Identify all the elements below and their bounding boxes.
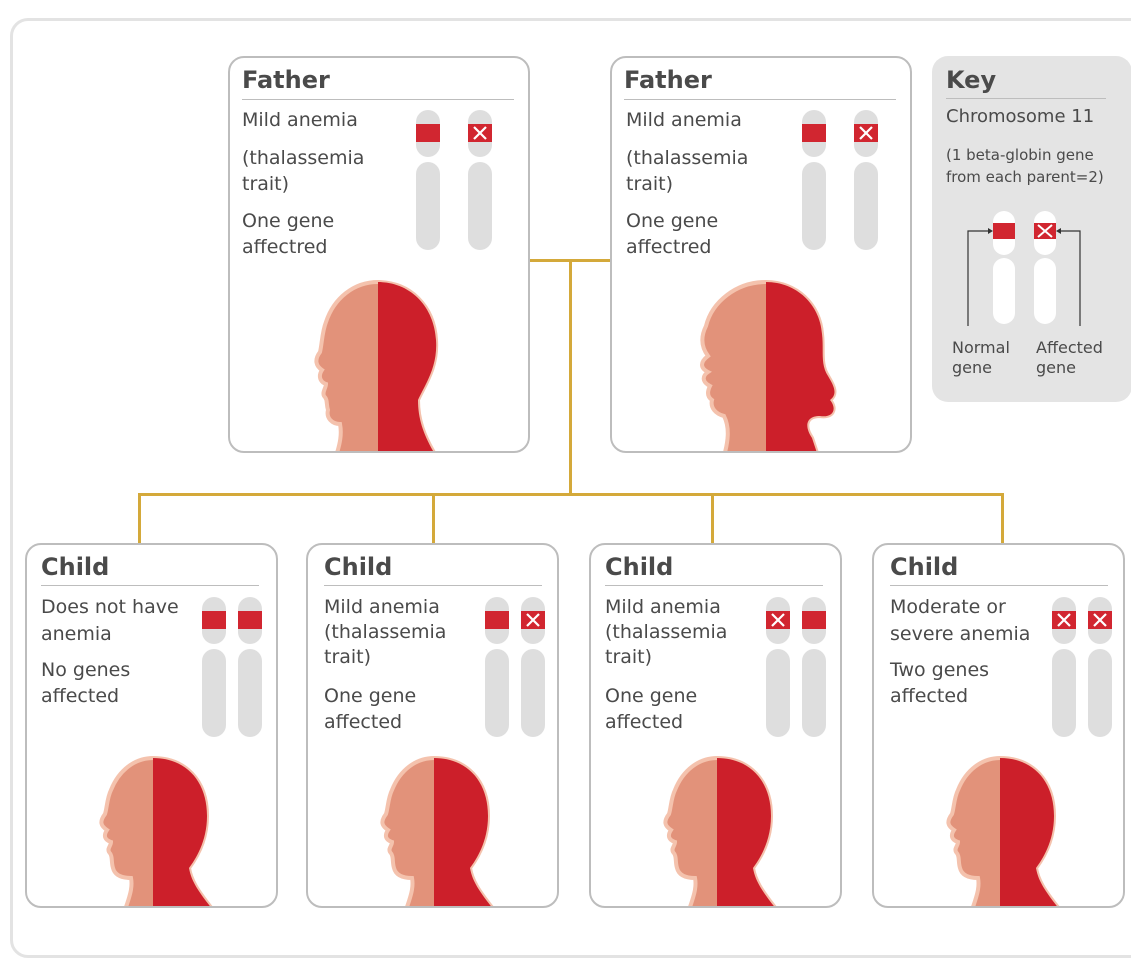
normal-gene-icon — [802, 124, 826, 142]
affected-label-line: gene — [1036, 358, 1076, 377]
description-line: (thalassemia — [605, 621, 728, 643]
drop-1-connector — [138, 493, 141, 545]
normal-gene-icon — [802, 611, 826, 629]
description-line: One gene — [324, 685, 417, 707]
parent-card-1: Father Mild anemia (thalassemia trait) O… — [228, 56, 530, 453]
affected-gene-icon — [1052, 611, 1076, 629]
description-line: affected — [605, 711, 684, 733]
normal-gene-icon — [485, 611, 509, 629]
description-line: trait) — [626, 173, 674, 195]
child-card-1: Child Does not have anemia No genes affe… — [25, 543, 278, 908]
normal-arrow-icon — [967, 230, 988, 326]
normal-label-line: gene — [952, 358, 992, 377]
description-line: Mild anemia — [626, 109, 742, 131]
children-connector — [138, 493, 1004, 496]
trunk-connector — [569, 260, 572, 495]
key-note: from each parent=2) — [946, 168, 1104, 186]
affected-gene-icon — [468, 124, 492, 142]
normal-chromosome-icon — [993, 211, 1015, 324]
description-line: affected — [324, 711, 403, 733]
affected-arrow-icon — [1061, 230, 1081, 326]
card-title: Father — [624, 66, 712, 94]
father-head-icon — [306, 276, 456, 451]
child-head-icon — [936, 750, 1064, 906]
mother-head-icon — [688, 276, 848, 451]
description-line: One gene — [242, 210, 335, 232]
card-title: Child — [890, 553, 959, 581]
child-head-icon — [89, 750, 217, 906]
description-line: affected — [41, 685, 120, 707]
description-line: One gene — [626, 210, 719, 232]
normal-label-line: Normal — [952, 338, 1010, 357]
affected-label-line: Affected — [1036, 338, 1103, 357]
key-subtitle: Chromosome 11 — [946, 106, 1095, 127]
normal-gene-label: Normal gene — [952, 338, 1010, 378]
affected-gene-icon — [1088, 611, 1112, 629]
key-diagram — [967, 211, 1081, 326]
card-title: Child — [605, 553, 674, 581]
description-line: One gene — [605, 685, 698, 707]
description-line: affectred — [626, 236, 712, 258]
title-divider — [41, 585, 259, 586]
affected-gene-label: Affected gene — [1036, 338, 1103, 378]
affected-gene-icon — [766, 611, 790, 629]
description-line: trait) — [605, 646, 653, 668]
drop-2-connector — [432, 493, 435, 545]
description-line: (thalassemia — [242, 147, 365, 169]
normal-gene-icon — [416, 124, 440, 142]
description-line: Mild anemia — [242, 109, 358, 131]
description-line: (thalassemia — [324, 621, 447, 643]
affected-gene-icon — [521, 611, 545, 629]
description-line: trait) — [324, 646, 372, 668]
description-line: severe anemia — [890, 623, 1031, 645]
description-line: No genes — [41, 659, 131, 681]
child-head-icon — [370, 750, 498, 906]
description-line: anemia — [41, 623, 112, 645]
key-title: Key — [946, 66, 997, 94]
description-line: affected — [890, 685, 969, 707]
card-title: Child — [41, 553, 110, 581]
description-line: Mild anemia — [324, 596, 440, 618]
child-head-icon — [653, 750, 781, 906]
drop-4-connector — [1001, 493, 1004, 545]
description-line: Does not have — [41, 596, 179, 618]
card-title: Father — [242, 66, 330, 94]
key-panel: Key Chromosome 11 (1 beta-globin gene fr… — [932, 56, 1131, 402]
title-divider — [324, 585, 542, 586]
normal-gene-icon — [238, 611, 262, 629]
title-divider — [605, 585, 823, 586]
description-line: Moderate or — [890, 596, 1006, 618]
key-divider — [946, 98, 1106, 99]
title-divider — [624, 99, 896, 100]
key-note: (1 beta-globin gene — [946, 146, 1094, 164]
child-card-2: Child Mild anemia (thalassemia trait) On… — [306, 543, 559, 908]
child-card-3: Child Mild anemia (thalassemia trait) On… — [589, 543, 842, 908]
description-line: affectred — [242, 236, 328, 258]
parent-card-2: Father Mild anemia (thalassemia trait) O… — [610, 56, 912, 453]
description-line: trait) — [242, 173, 290, 195]
description-line: (thalassemia — [626, 147, 749, 169]
title-divider — [890, 585, 1108, 586]
drop-3-connector — [711, 493, 714, 545]
card-title: Child — [324, 553, 393, 581]
description-line: Mild anemia — [605, 596, 721, 618]
description-line: Two genes — [890, 659, 990, 681]
affected-gene-icon — [854, 124, 878, 142]
normal-gene-icon — [202, 611, 226, 629]
title-divider — [242, 99, 514, 100]
child-card-4: Child Moderate or severe anemia Two gene… — [872, 543, 1125, 908]
affected-chromosome-icon — [1034, 211, 1056, 324]
